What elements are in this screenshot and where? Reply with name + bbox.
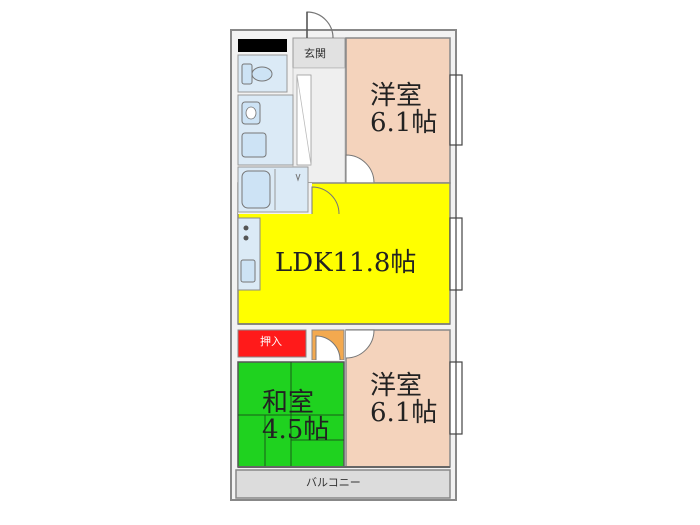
- japanese-size: 4.5帖: [262, 415, 330, 446]
- western-bottom-name: 洋室: [370, 371, 423, 401]
- closet-label: 押入: [260, 335, 282, 348]
- balcony-label: バルコニー: [306, 476, 361, 489]
- western-room-top: [345, 37, 451, 184]
- kitchen-sink: [240, 259, 256, 283]
- door-western-top: [345, 154, 375, 184]
- western-room-bottom-label: 洋室 6.1帖: [370, 371, 438, 429]
- storage-door: [315, 335, 341, 361]
- japanese-name: 和室: [262, 388, 315, 418]
- ldk-label: LDK11.8帖: [275, 248, 417, 278]
- western-room-bottom: [345, 329, 451, 468]
- western-bottom-size: 6.1帖: [370, 398, 438, 429]
- western-room-top-label: 洋室 6.1帖: [370, 81, 438, 139]
- balcony-area: [235, 469, 451, 499]
- entrance-area: [292, 37, 346, 69]
- western-top-size: 6.1帖: [370, 108, 438, 139]
- western-top-name: 洋室: [370, 81, 423, 111]
- door-ldk: [311, 186, 340, 215]
- closet: [237, 329, 307, 358]
- stove-burner-1: [243, 225, 249, 231]
- entrance-label: 玄関: [304, 47, 326, 60]
- bathtub-redraw: [241, 170, 271, 209]
- washing-machine: [241, 132, 267, 158]
- japanese-room-label: 和室 4.5帖: [262, 388, 330, 446]
- toilet-bowl: [251, 66, 273, 82]
- windows: [449, 74, 463, 435]
- sink-basin: [245, 106, 257, 120]
- top-vent-bar: [238, 39, 287, 52]
- stove-burner-2: [243, 235, 249, 241]
- toilet-tank: [241, 63, 253, 85]
- door-western-bottom: [345, 329, 375, 359]
- bath-drain-2: [295, 173, 301, 182]
- cabinet-hatch: [296, 74, 312, 166]
